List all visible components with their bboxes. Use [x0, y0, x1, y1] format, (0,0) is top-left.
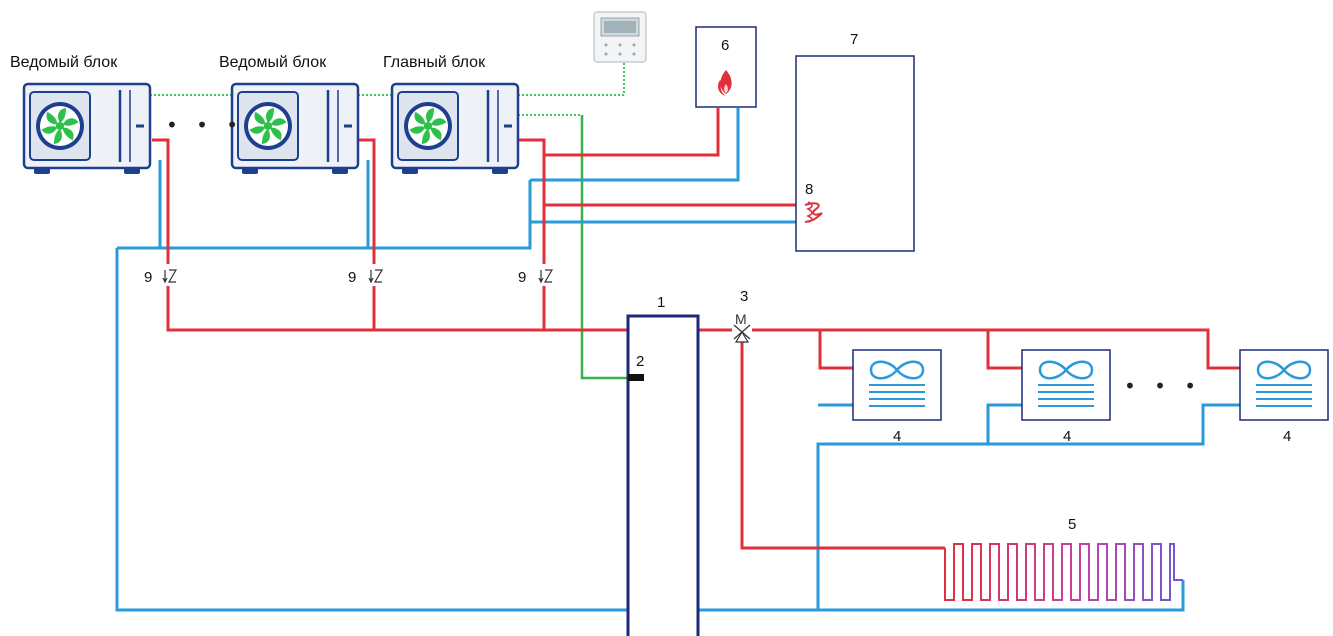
main-unit-label: Главный блок [383, 54, 486, 71]
flame-icon [718, 70, 732, 96]
fan-coil-number-2: 4 [1063, 428, 1071, 445]
fan-coil-number-1: 4 [893, 428, 901, 445]
fan-icon [408, 106, 448, 146]
ellipsis-outdoor: • • • [166, 113, 244, 137]
return-piping [115, 108, 1240, 612]
check-valve-number-2: 9 [348, 269, 356, 286]
fan-coil-unit-1 [852, 349, 942, 421]
coil-number: 8 [805, 181, 813, 198]
fan-coil-icon [869, 360, 925, 407]
fan-icon [40, 106, 80, 146]
fan-icon [248, 106, 288, 146]
boiler [695, 26, 757, 108]
dhw-tank-number: 7 [850, 31, 858, 48]
slave-unit-2 [230, 82, 360, 174]
slave-unit-1-label: Ведомый блок [10, 54, 118, 71]
communication-lines [150, 62, 632, 380]
dhw-tank [795, 55, 915, 252]
fan-coil-icon [1038, 360, 1094, 407]
main-unit [390, 82, 520, 174]
slave-unit-2-label: Ведомый блок [219, 54, 327, 71]
tank-sensor [628, 374, 644, 381]
fan-coil-icon [1256, 360, 1312, 407]
supply-piping [152, 108, 1240, 550]
svg-text:M: M [735, 311, 747, 327]
buffer-tank [626, 314, 700, 636]
fan-coil-unit-3 [1239, 349, 1329, 421]
floor-heating-number: 5 [1068, 516, 1076, 533]
fan-coil-number-3: 4 [1283, 428, 1291, 445]
check-valve-icon [160, 264, 178, 286]
boiler-number: 6 [721, 37, 729, 54]
check-valve-icon [536, 264, 554, 286]
check-valve-number-1: 9 [144, 269, 152, 286]
motor-valve-number: 3 [740, 288, 748, 305]
fan-coil-unit-2 [1021, 349, 1111, 421]
coil-icon [804, 201, 823, 223]
buffer-tank-number: 1 [657, 294, 665, 311]
ellipsis-fan-coils: • • • [1124, 374, 1202, 398]
motor-valve-icon: M [732, 311, 752, 343]
check-valve-icon [366, 264, 384, 286]
controller-icon [593, 11, 647, 63]
check-valve-number-3: 9 [518, 269, 526, 286]
slave-unit-1 [22, 82, 152, 174]
floor-heating-loop [944, 543, 1183, 601]
tank-sensor-number: 2 [636, 353, 644, 370]
